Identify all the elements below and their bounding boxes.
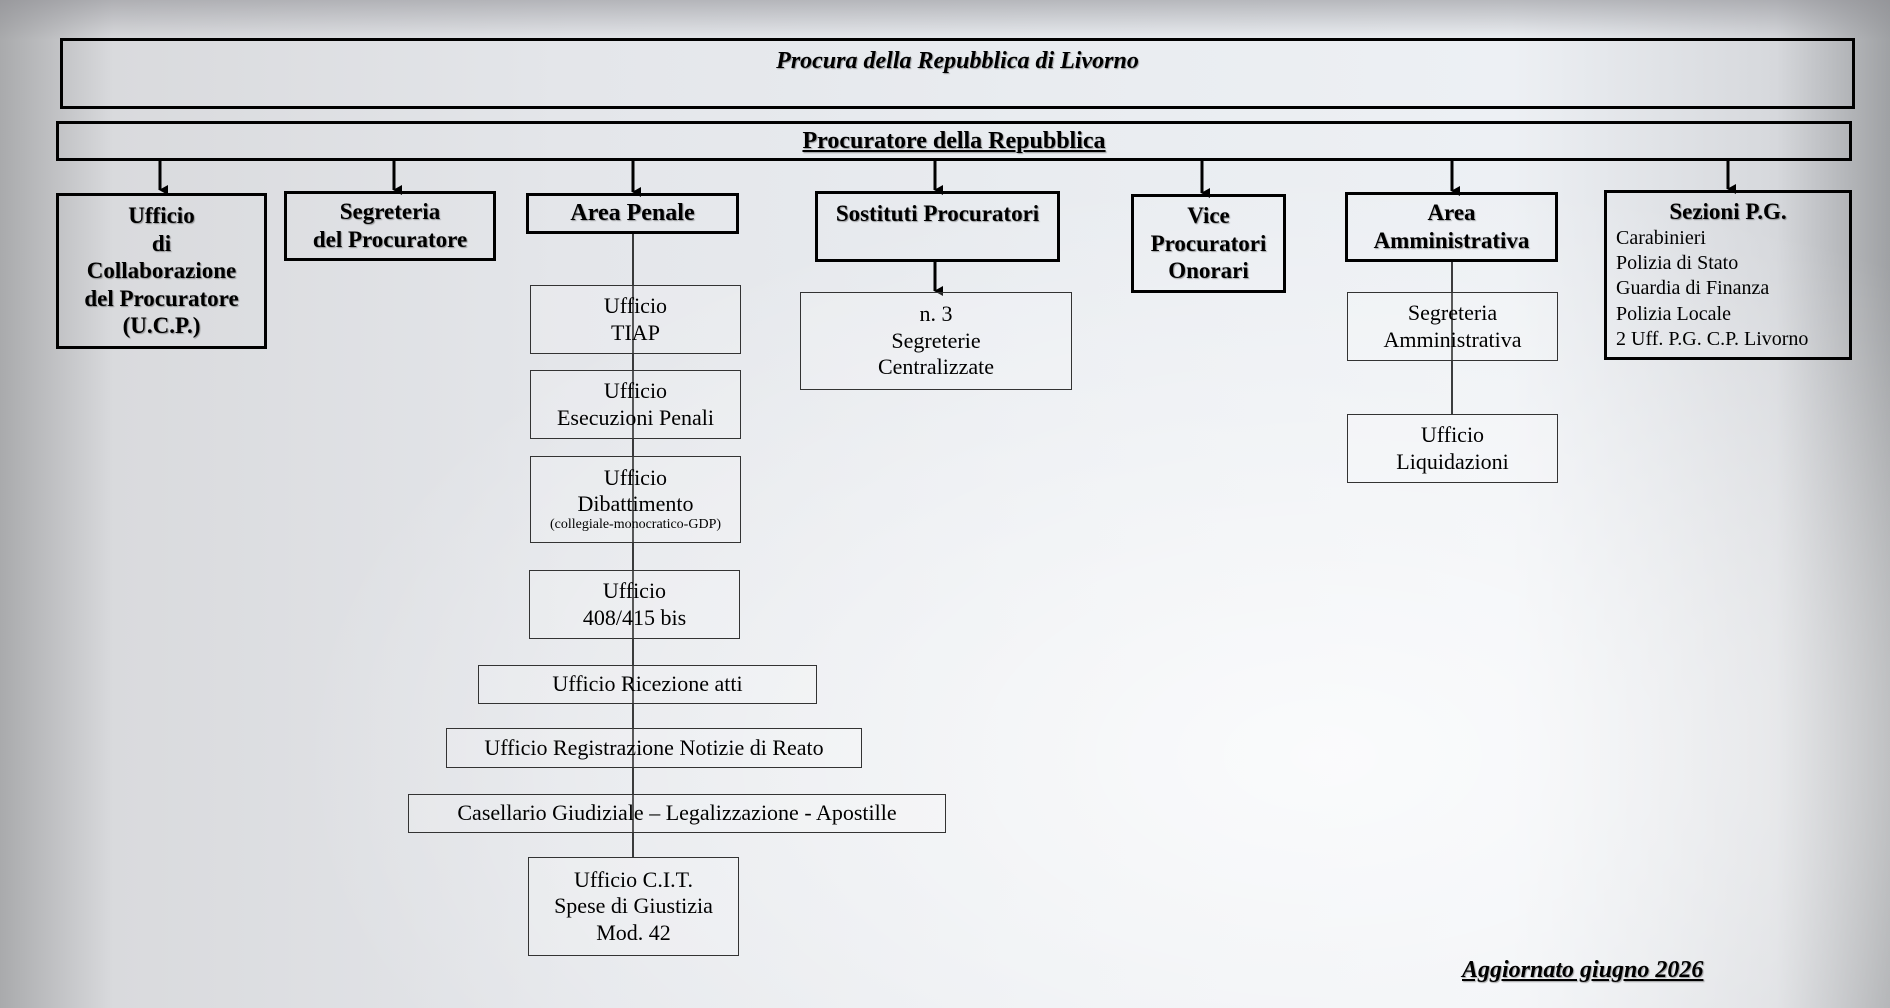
pg-item: Polizia Locale	[1616, 302, 1731, 325]
esecuzioni-line-1: Ufficio	[603, 378, 668, 404]
area-penale-box: Area Penale	[526, 193, 739, 234]
vice-procuratori-box: Vice Procuratori Onorari	[1131, 194, 1286, 293]
ufficio-tiap-box: Ufficio TIAP	[530, 285, 741, 354]
vice-line-3: Onorari	[1168, 258, 1249, 284]
sezioni-pg-title: Sezioni P.G.	[1669, 199, 1787, 224]
ufficio-408-box: Ufficio 408/415 bis	[529, 570, 740, 639]
ucp-line-5: (U.C.P.)	[122, 313, 201, 339]
cit-line-1: Ufficio C.I.T.	[574, 866, 693, 892]
segreterie-line-3: Centralizzate	[877, 354, 995, 380]
registrazione-label: Ufficio Registrazione Notizie di Reato	[484, 734, 824, 760]
cit-line-3: Mod. 42	[596, 919, 671, 945]
segreteria-procuratore-box: Segreteria del Procuratore	[284, 191, 496, 261]
area-amministrativa-box: Area Amministrativa	[1345, 192, 1558, 262]
tiap-line-2: TIAP	[611, 319, 660, 345]
segreterie-line-1: n. 3	[919, 301, 953, 327]
pg-item: Carabinieri	[1616, 226, 1706, 249]
pg-item: Polizia di Stato	[1616, 251, 1739, 274]
segreteria-line-1: Segreteria	[339, 199, 441, 225]
dibattimento-line-1: Ufficio	[603, 464, 668, 490]
ucp-line-4: del Procuratore	[84, 285, 239, 311]
office-title: Procura della Repubblica di Livorno	[776, 48, 1139, 74]
segreterie-centralizzate-box: n. 3 Segreterie Centralizzate	[800, 292, 1072, 390]
pg-item: Guardia di Finanza	[1616, 277, 1770, 300]
ufficio-liquidazioni-box: Ufficio Liquidazioni	[1347, 414, 1558, 483]
area-amm-line-2: Amministrativa	[1373, 228, 1530, 253]
ucp-line-3: Collaborazione	[86, 258, 237, 284]
ufficio-esecuzioni-box: Ufficio Esecuzioni Penali	[530, 370, 741, 439]
ucp-line-2: di	[151, 230, 172, 256]
updated-date-label: Aggiornato giugno 2026	[1462, 957, 1704, 983]
dibattimento-subtitle: (collegiale-monocratico-GDP)	[549, 517, 722, 533]
area-penale-label: Area Penale	[570, 200, 695, 227]
tiap-line-1: Ufficio	[603, 293, 668, 319]
procuratore-box: Procuratore della Repubblica	[56, 121, 1852, 161]
area-amm-line-1: Area	[1427, 200, 1476, 226]
segreteria-amm-line-1: Segreteria	[1407, 300, 1498, 326]
ucp-box: Ufficio di Collaborazione del Procurator…	[56, 193, 267, 349]
liquidazioni-line-1: Ufficio	[1420, 422, 1485, 448]
casellario-label: Casellario Giudiziale – Legalizzazione -…	[457, 800, 897, 826]
dibattimento-line-2: Dibattimento	[577, 491, 694, 517]
ufficio-408-line-2: 408/415 bis	[582, 604, 687, 630]
vice-line-1: Vice	[1187, 203, 1230, 229]
sezioni-pg-box: Sezioni P.G. Carabinieri Polizia di Stat…	[1604, 190, 1852, 360]
sostituti-label: Sostituti Procuratori	[835, 201, 1040, 226]
segreteria-line-2: del Procuratore	[312, 227, 468, 252]
casellario-box: Casellario Giudiziale – Legalizzazione -…	[408, 794, 946, 833]
procuratore-label: Procuratore della Repubblica	[802, 127, 1106, 154]
sostituti-box: Sostituti Procuratori	[815, 191, 1060, 262]
ufficio-408-line-1: Ufficio	[602, 578, 667, 604]
sezioni-pg-list: Carabinieri Polizia di Stato Guardia di …	[1607, 226, 1808, 353]
ricezione-label: Ufficio Ricezione atti	[552, 671, 743, 697]
segreteria-amministrativa-box: Segreteria Amministrativa	[1347, 292, 1558, 361]
liquidazioni-line-2: Liquidazioni	[1396, 448, 1509, 474]
vice-line-2: Procuratori	[1150, 230, 1267, 256]
segreteria-amm-line-2: Amministrativa	[1383, 326, 1522, 352]
ucp-line-1: Ufficio	[128, 203, 195, 229]
pg-item: 2 Uff. P.G. C.P. Livorno	[1616, 328, 1809, 351]
ufficio-dibattimento-box: Ufficio Dibattimento (collegiale-monocra…	[530, 456, 741, 543]
office-header-box: Procura della Repubblica di Livorno	[60, 38, 1855, 109]
ufficio-cit-box: Ufficio C.I.T. Spese di Giustizia Mod. 4…	[528, 857, 739, 956]
cit-line-2: Spese di Giustizia	[554, 893, 713, 919]
ufficio-registrazione-box: Ufficio Registrazione Notizie di Reato	[446, 728, 862, 768]
esecuzioni-line-2: Esecuzioni Penali	[556, 404, 714, 430]
ufficio-ricezione-box: Ufficio Ricezione atti	[478, 665, 817, 704]
segreterie-line-2: Segreterie	[891, 327, 981, 353]
